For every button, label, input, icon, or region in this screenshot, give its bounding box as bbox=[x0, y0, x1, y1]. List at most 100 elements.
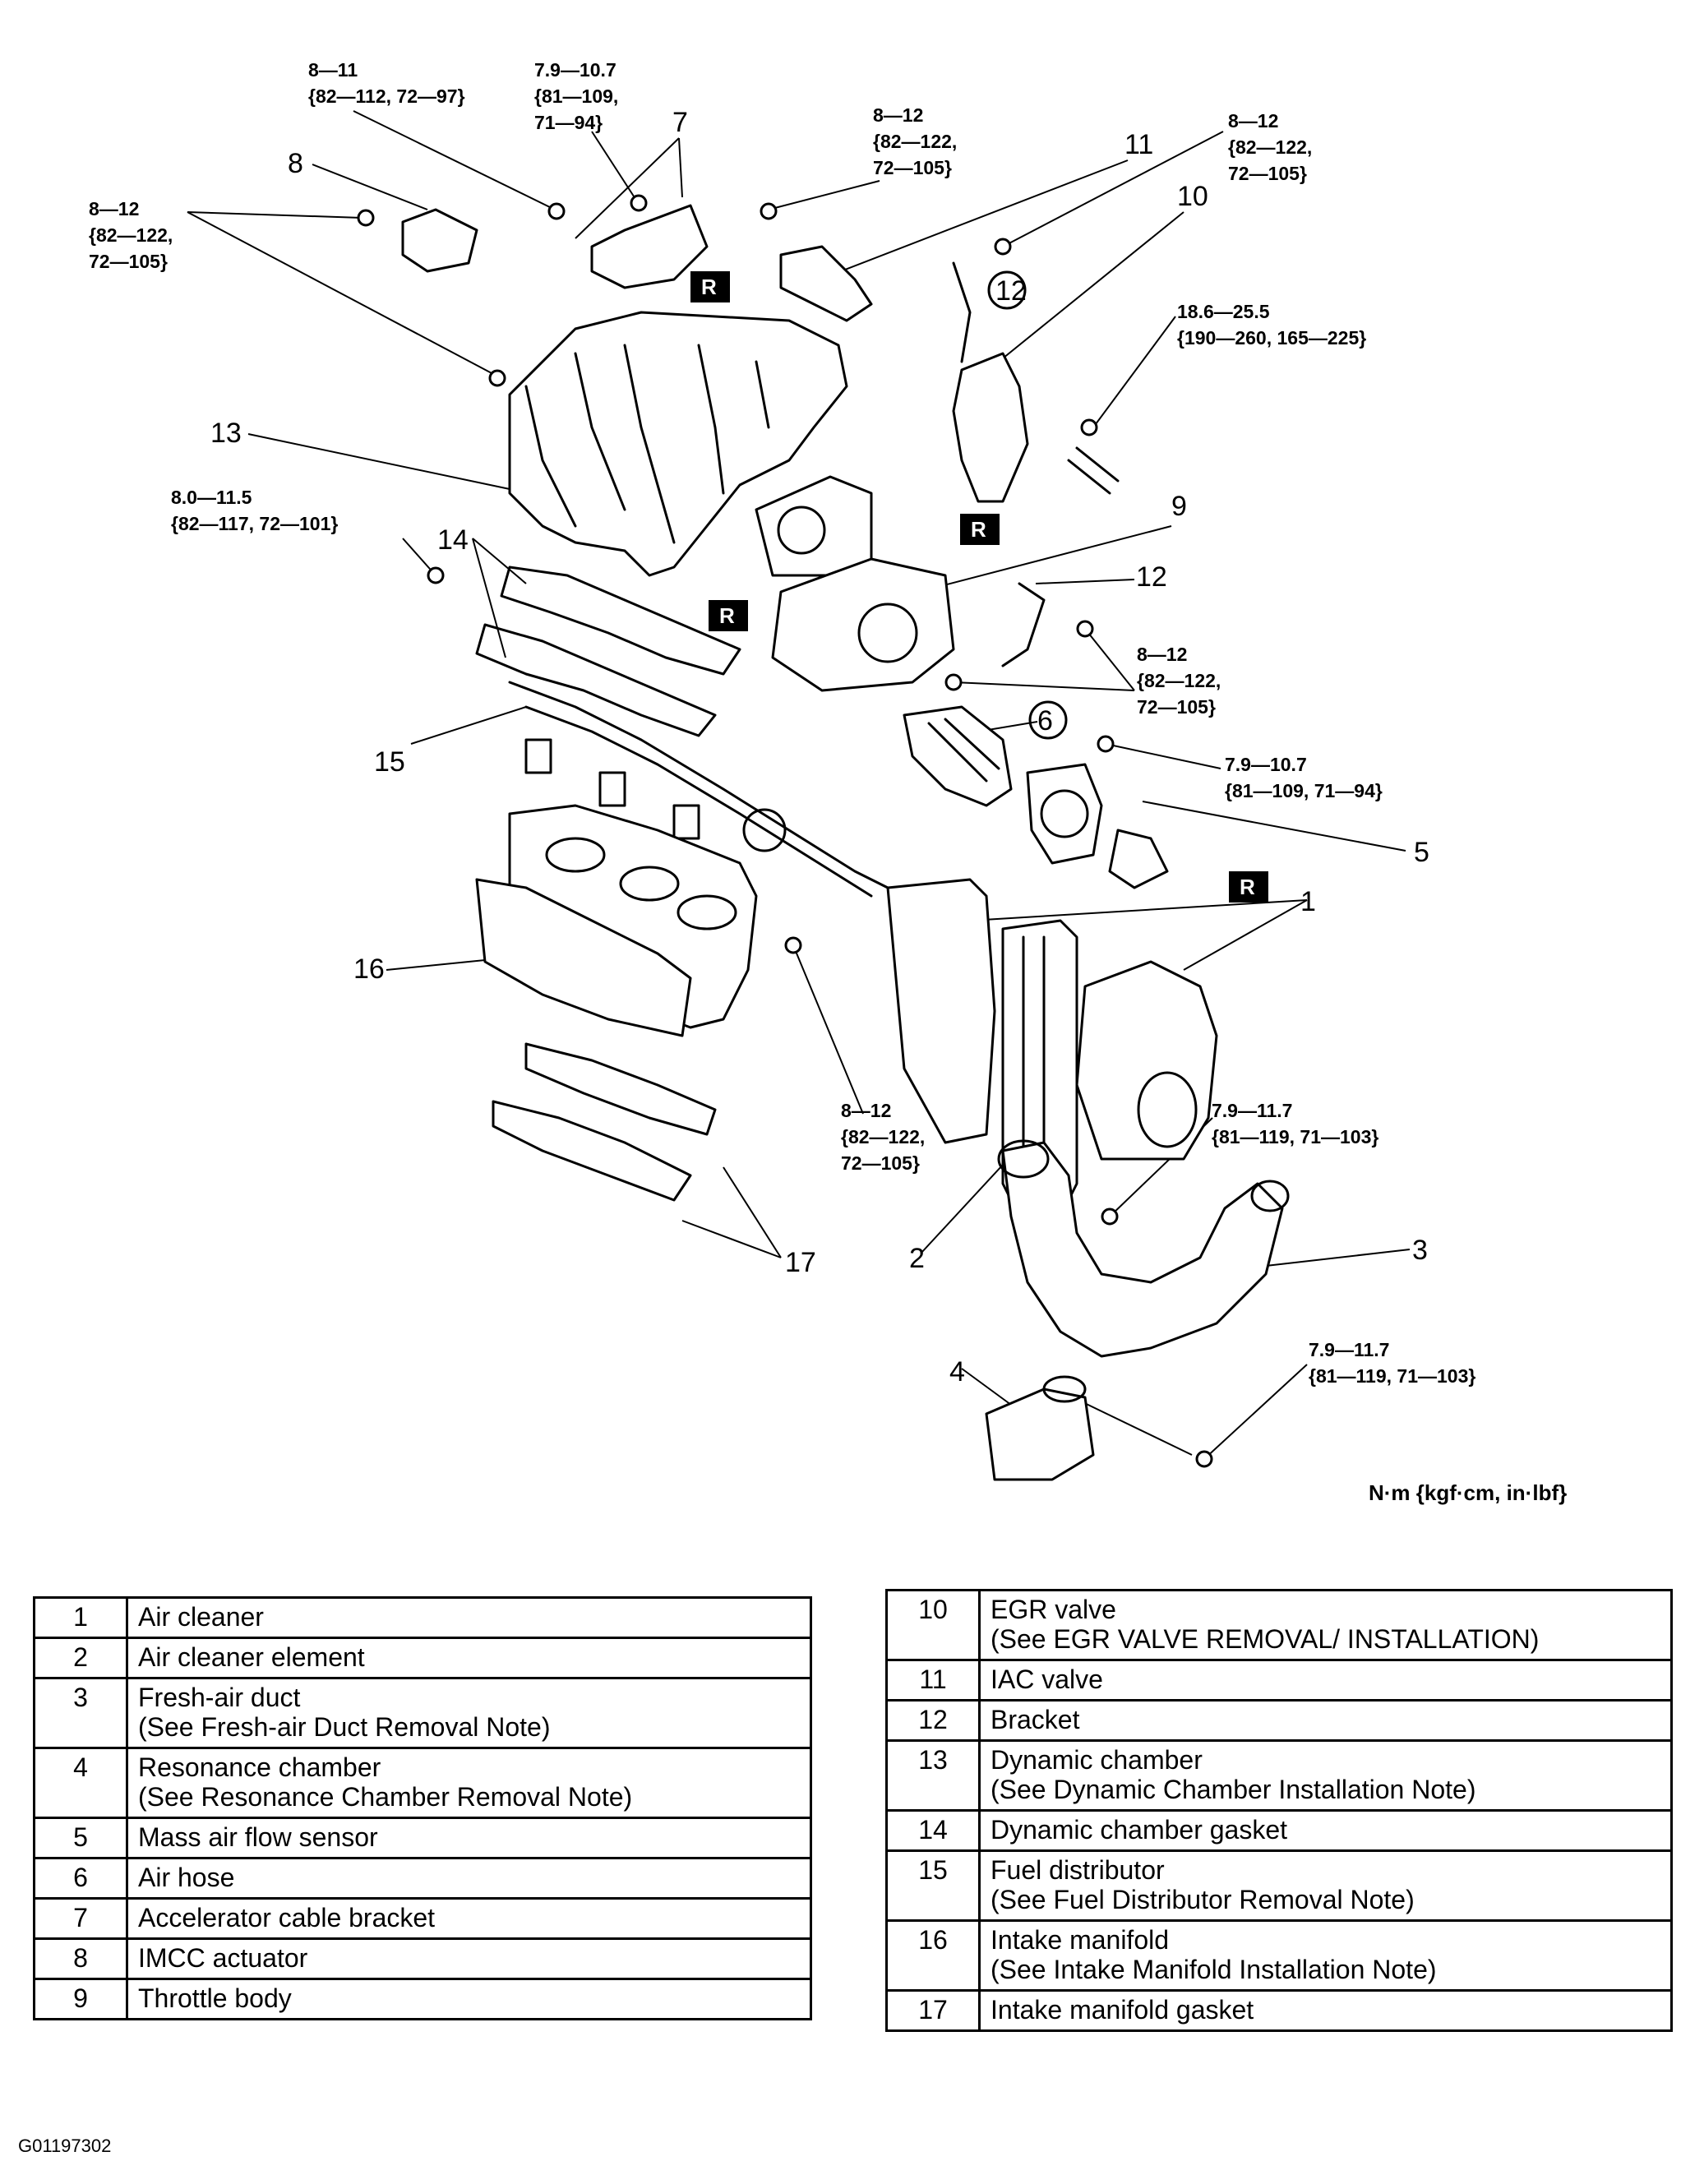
svg-text:{82—122,: {82—122, bbox=[1137, 670, 1221, 691]
svg-text:R: R bbox=[701, 275, 717, 299]
svg-text:{190—260, 165—225}: {190—260, 165—225} bbox=[1177, 327, 1366, 349]
part-number: 2 bbox=[33, 1637, 128, 1679]
accelerator-cable-bracket bbox=[590, 204, 709, 289]
callout-16: 16 bbox=[353, 953, 385, 985]
torque-spec: 8.0—11.5 {82—117, 72—101} bbox=[171, 487, 338, 534]
part-name: Fuel distributor(See Fuel Distributor Re… bbox=[978, 1849, 1673, 1922]
dynamic-chamber bbox=[508, 311, 848, 577]
callout-1: 1 bbox=[1300, 886, 1316, 917]
svg-text:8—12: 8—12 bbox=[1137, 644, 1187, 665]
table-row: 5 Mass air flow sensor bbox=[33, 1817, 812, 1859]
air-cleaner-element bbox=[1001, 919, 1078, 1202]
table-row: 14 Dynamic chamber gasket bbox=[885, 1809, 1673, 1852]
exploded-view-diagram: 8—11 {82—112, 72—97} 7.9—10.7 {81—109, 7… bbox=[89, 59, 1567, 1505]
part-name: Resonance chamber(See Resonance Chamber … bbox=[126, 1747, 812, 1819]
part-name: Air cleaner element bbox=[126, 1637, 812, 1679]
svg-text:{81—119, 71—103}: {81—119, 71—103} bbox=[1212, 1126, 1378, 1147]
figure-id: G01197302 bbox=[18, 2136, 112, 2156]
table-row: 11 IAC valve bbox=[885, 1659, 1673, 1701]
intake-manifold bbox=[475, 804, 758, 1037]
part-note: (See Intake Manifold Installation Note) bbox=[991, 1955, 1437, 1984]
svg-text:{82—122,: {82—122, bbox=[89, 224, 173, 246]
callout-14: 14 bbox=[437, 524, 469, 556]
part-number: 7 bbox=[33, 1897, 128, 1940]
svg-text:R: R bbox=[1240, 875, 1255, 899]
svg-text:7.9—10.7: 7.9—10.7 bbox=[1225, 754, 1307, 775]
table-row: 13 Dynamic chamber(See Dynamic Chamber I… bbox=[885, 1739, 1673, 1812]
torque-spec: 7.9—11.7 {81—119, 71—103} bbox=[1309, 1339, 1475, 1387]
callout-3: 3 bbox=[1412, 1235, 1428, 1266]
callout-8: 8 bbox=[288, 148, 303, 179]
svg-text:8—12: 8—12 bbox=[89, 198, 139, 219]
part-name: Air hose bbox=[126, 1857, 812, 1900]
replace-marker: R bbox=[1229, 871, 1268, 903]
part-name: Intake manifold(See Intake Manifold Inst… bbox=[978, 1919, 1673, 1992]
callout-17: 17 bbox=[785, 1247, 816, 1278]
torque-spec: 7.9—10.7 {81—109, 71—94} bbox=[1225, 754, 1383, 801]
part-number: 6 bbox=[33, 1857, 128, 1900]
svg-text:18.6—25.5: 18.6—25.5 bbox=[1177, 301, 1270, 322]
svg-text:{82—122,: {82—122, bbox=[841, 1126, 925, 1147]
svg-text:8—11: 8—11 bbox=[308, 59, 358, 81]
svg-text:{81—109, 71—94}: {81—109, 71—94} bbox=[1225, 780, 1383, 801]
table-row: 17 Intake manifold gasket bbox=[885, 1989, 1673, 2032]
table-row: 16 Intake manifold(See Intake Manifold I… bbox=[885, 1919, 1673, 1992]
callout-circle bbox=[987, 270, 1027, 310]
bracket bbox=[952, 261, 1046, 667]
svg-text:7.9—11.7: 7.9—11.7 bbox=[1212, 1100, 1292, 1121]
part-name: IMCC actuator bbox=[126, 1937, 812, 1980]
part-name: Mass air flow sensor bbox=[126, 1817, 812, 1859]
part-number: 11 bbox=[885, 1659, 981, 1701]
part-number: 5 bbox=[33, 1817, 128, 1859]
part-number: 10 bbox=[885, 1589, 981, 1661]
table-row: 10 EGR valve(See EGR VALVE REMOVAL/ INST… bbox=[885, 1589, 1673, 1661]
part-name: Throttle body bbox=[126, 1978, 812, 2020]
bolts bbox=[357, 194, 1213, 1468]
svg-text:72—105}: 72—105} bbox=[89, 251, 168, 272]
table-row: 7 Accelerator cable bracket bbox=[33, 1897, 812, 1940]
table-row: 8 IMCC actuator bbox=[33, 1937, 812, 1980]
part-number: 16 bbox=[885, 1919, 981, 1992]
iac-valve bbox=[779, 245, 873, 322]
part-note: (See EGR VALVE REMOVAL/ INSTALLATION) bbox=[991, 1624, 1540, 1654]
part-number: 8 bbox=[33, 1937, 128, 1980]
part-name: Intake manifold gasket bbox=[978, 1989, 1673, 2032]
table-row: 2 Air cleaner element bbox=[33, 1637, 812, 1679]
table-row: 1 Air cleaner bbox=[33, 1596, 812, 1639]
fresh-air-duct bbox=[997, 1139, 1290, 1358]
table-row: 3 Fresh-air duct(See Fresh-air Duct Remo… bbox=[33, 1677, 812, 1749]
callout-11: 11 bbox=[1124, 129, 1153, 160]
part-number: 15 bbox=[885, 1849, 981, 1922]
torque-spec: 8—12 {82—122, 72—105} bbox=[89, 198, 173, 272]
part-number: 1 bbox=[33, 1596, 128, 1639]
callout-13: 13 bbox=[210, 418, 242, 449]
part-number: 14 bbox=[885, 1809, 981, 1852]
torque-spec: 8—11 {82—112, 72—97} bbox=[308, 59, 465, 107]
torque-spec: 8—12 {82—122, 72—105} bbox=[873, 104, 957, 178]
part-name: Dynamic chamber(See Dynamic Chamber Inst… bbox=[978, 1739, 1673, 1812]
part-number: 13 bbox=[885, 1739, 981, 1812]
replace-marker: R bbox=[709, 600, 748, 631]
parts-table-left: 1 Air cleaner 2 Air cleaner element 3 Fr… bbox=[33, 1596, 812, 2020]
svg-text:71—94}: 71—94} bbox=[534, 112, 603, 133]
part-name: IAC valve bbox=[978, 1659, 1673, 1701]
callout-9: 9 bbox=[1171, 491, 1187, 522]
table-row: 9 Throttle body bbox=[33, 1978, 812, 2020]
svg-text:R: R bbox=[971, 517, 986, 542]
table-row: 6 Air hose bbox=[33, 1857, 812, 1900]
svg-text:72—105}: 72—105} bbox=[1137, 696, 1216, 718]
part-note: (See Fresh-air Duct Removal Note) bbox=[138, 1712, 551, 1742]
callout-circle bbox=[1028, 700, 1068, 740]
torque-spec: 8—12 {82—122, 72—105} bbox=[841, 1100, 925, 1174]
intake-manifold-gasket bbox=[492, 1042, 717, 1202]
part-number: 4 bbox=[33, 1747, 128, 1819]
svg-text:{82—122,: {82—122, bbox=[873, 131, 957, 152]
units-label: N·m {kgf·cm, in·lbf} bbox=[1369, 1480, 1567, 1505]
part-number: 9 bbox=[33, 1978, 128, 2020]
fuel-distributor bbox=[508, 681, 889, 898]
svg-text:8—12: 8—12 bbox=[873, 104, 923, 126]
torque-spec: 7.9—11.7 {81—119, 71—103} bbox=[1212, 1100, 1378, 1147]
replace-marker: R bbox=[690, 271, 730, 302]
svg-text:{81—109,: {81—109, bbox=[534, 85, 618, 107]
replace-marker: R bbox=[960, 514, 1000, 545]
